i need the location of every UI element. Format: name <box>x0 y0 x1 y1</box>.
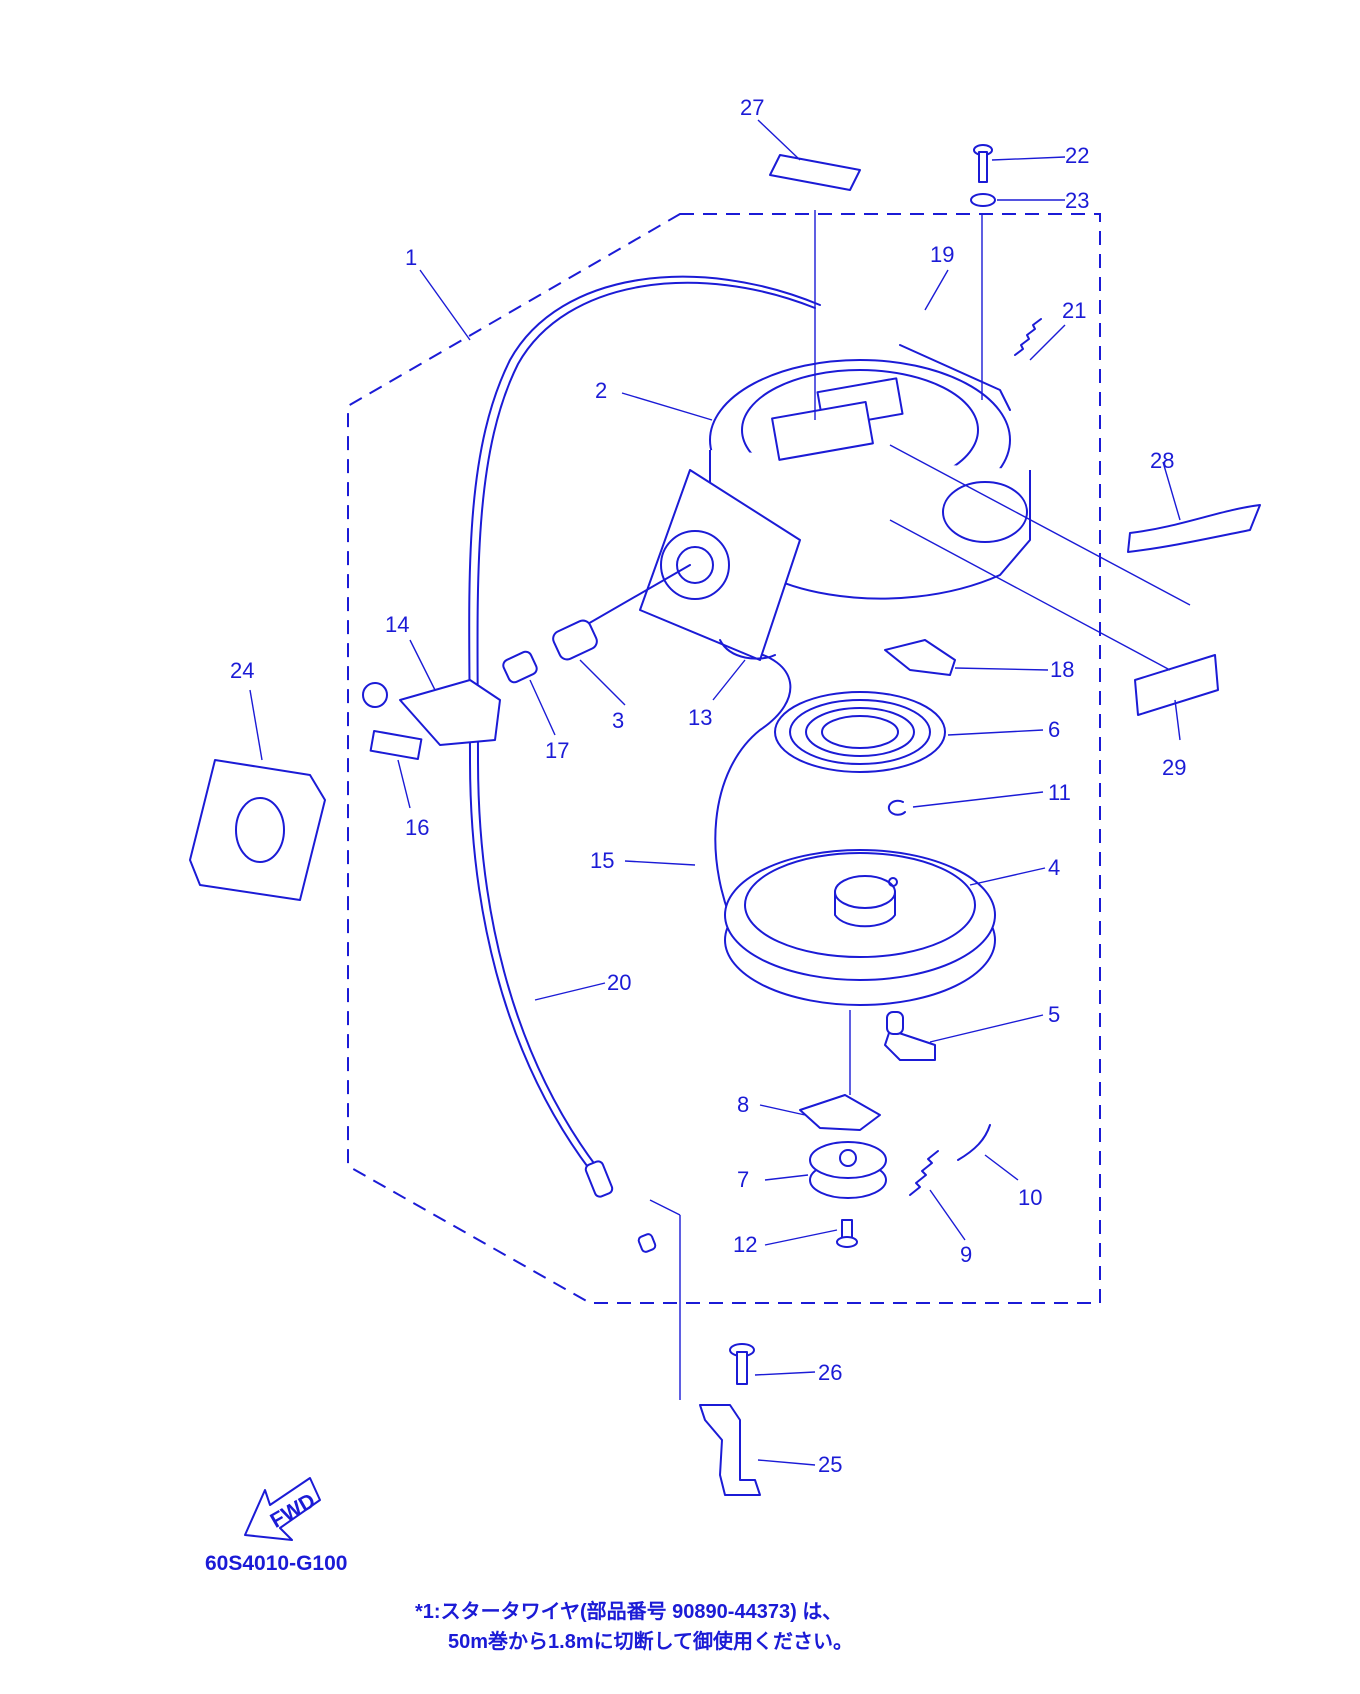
part-label-24: 24 <box>230 658 254 683</box>
bolt-12 <box>836 1219 858 1248</box>
part-label-13: 13 <box>688 705 712 730</box>
part-label-20: 20 <box>607 970 631 995</box>
part-label-10: 10 <box>1018 1185 1042 1210</box>
part-label-4: 4 <box>1048 855 1060 880</box>
footnote-line-1: *1:スタータワイヤ(部品番号 90890-44373) は、 <box>415 1599 842 1623</box>
part-label-5: 5 <box>1048 1002 1060 1027</box>
part-label-6: 6 <box>1048 717 1060 742</box>
recoil-spring <box>774 691 946 773</box>
lock-lever <box>884 639 956 676</box>
part-label-27: 27 <box>740 95 764 120</box>
part-label-28: 28 <box>1150 448 1174 473</box>
cable-loop <box>468 275 821 1171</box>
part-label-2: 2 <box>595 378 607 403</box>
cable-end-fitting <box>584 1160 657 1253</box>
recoil-housing <box>639 359 1031 661</box>
part-label-3: 3 <box>612 708 624 733</box>
bolt-22 <box>973 144 993 183</box>
part-label-11: 11 <box>1048 780 1071 805</box>
part-label-17: 17 <box>545 738 569 763</box>
spacer-plate <box>189 759 326 901</box>
part-label-23: 23 <box>1065 188 1089 213</box>
starter-handle-assembly <box>362 564 691 761</box>
washer-23 <box>970 193 996 207</box>
decal-27 <box>769 154 861 191</box>
part-label-29: 29 <box>1162 755 1186 780</box>
leader-lines <box>249 119 1191 1466</box>
pawl-spring <box>909 1150 939 1196</box>
decal-28 <box>1127 504 1261 553</box>
part-label-25: 25 <box>818 1452 842 1477</box>
return-spring <box>957 1124 991 1161</box>
part-label-12: 12 <box>733 1232 757 1257</box>
drive-plate <box>799 1094 881 1131</box>
footnote-line-2: 50m巻から1.8mに切断して御使用ください。 <box>448 1629 853 1653</box>
sheave-cover <box>809 1141 887 1199</box>
bolt-26 <box>729 1343 755 1385</box>
part-labels: 1 2 3 4 5 6 7 8 9 10 11 12 13 14 15 16 1… <box>230 95 1186 1477</box>
part-label-18: 18 <box>1050 657 1074 682</box>
sheave-drum <box>724 849 996 1006</box>
part-label-7: 7 <box>737 1167 749 1192</box>
part-label-9: 9 <box>960 1242 972 1267</box>
assembly-boundary <box>347 213 1101 1304</box>
fwd-arrow: FWD <box>244 1477 321 1541</box>
spring-21 <box>1014 318 1042 356</box>
part-label-16: 16 <box>405 815 429 840</box>
bracket-25 <box>699 1404 761 1496</box>
part-label-22: 22 <box>1065 143 1089 168</box>
rope-guide <box>719 639 776 660</box>
part-label-8: 8 <box>737 1092 749 1117</box>
part-label-21: 21 <box>1062 298 1086 323</box>
part-label-26: 26 <box>818 1360 842 1385</box>
part-label-15: 15 <box>590 848 614 873</box>
drawing-code: 60S4010-G100 <box>205 1552 347 1575</box>
part-label-19: 19 <box>930 242 954 267</box>
part-label-1: 1 <box>405 245 417 270</box>
decal-29 <box>1134 654 1219 716</box>
part-label-14: 14 <box>385 612 409 637</box>
lever-link <box>899 344 1011 411</box>
drive-pawl <box>884 1011 936 1061</box>
clip <box>887 799 906 816</box>
